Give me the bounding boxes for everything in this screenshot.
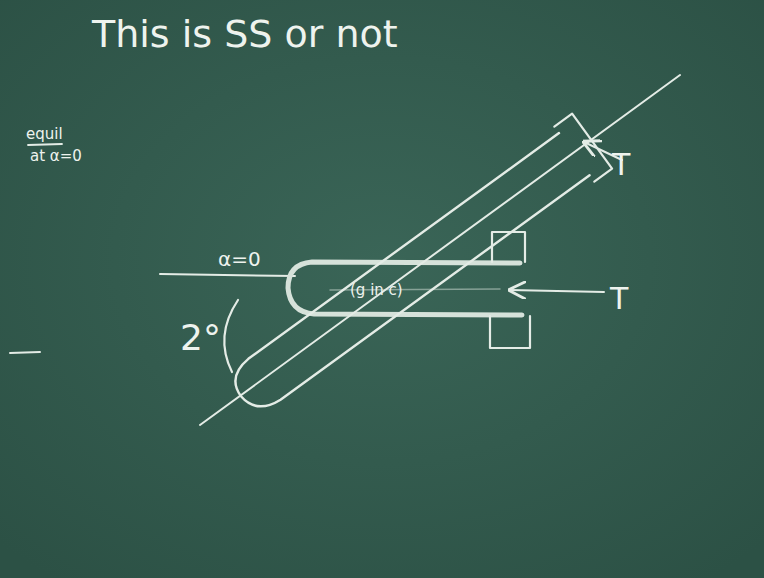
note: equil: [26, 126, 63, 143]
body-level: [288, 262, 522, 315]
note: at α=0: [30, 148, 82, 165]
force-label: T: [610, 282, 628, 315]
underline: [28, 144, 62, 145]
board-heading: This is SS or not: [92, 14, 398, 56]
dash-mark: [10, 352, 40, 353]
tilted-axis: [200, 75, 680, 425]
upper-fin: [492, 232, 525, 262]
angle-value: 2°: [180, 318, 221, 358]
angle-arc: [224, 300, 238, 372]
force-label: T: [612, 148, 630, 181]
lower-fin: [490, 316, 530, 348]
cg-note: (g in c): [350, 282, 403, 299]
body-tilted: [206, 114, 612, 435]
angle-label: α=0: [218, 248, 261, 270]
thrust-arrow: [510, 290, 604, 292]
reference-line: [160, 274, 295, 276]
